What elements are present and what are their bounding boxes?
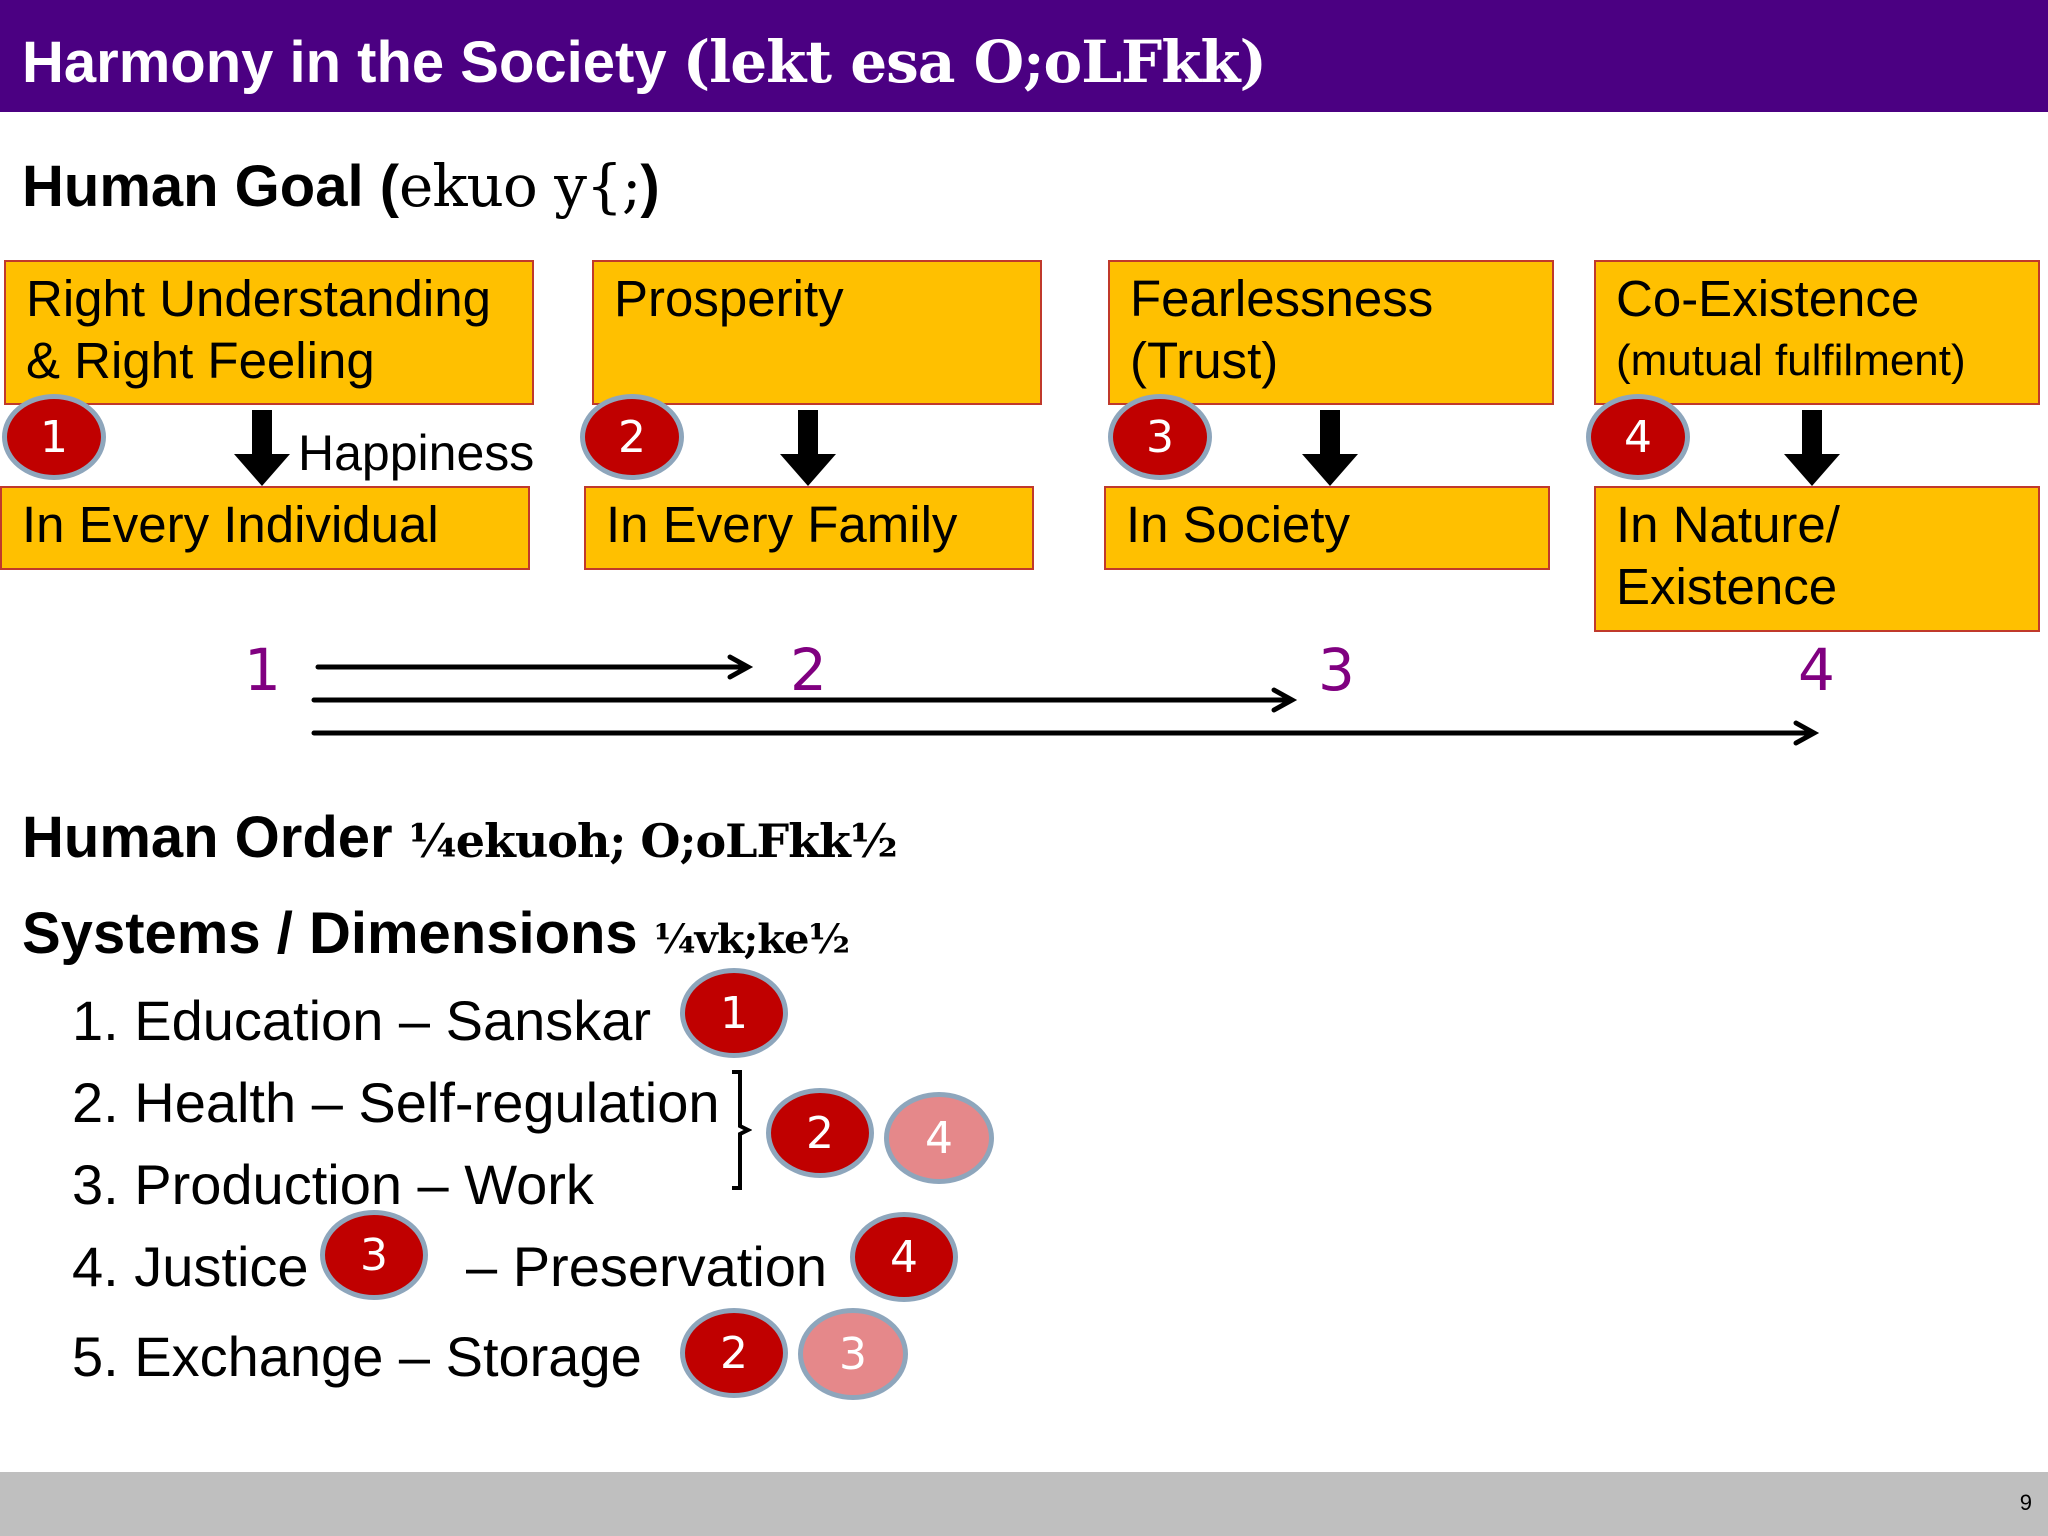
down-arrow-icon (1784, 410, 1840, 486)
goal-3-line-1: Fearlessness (1130, 270, 1434, 327)
system-badge-preservation-4: 4 (850, 1212, 958, 1302)
arrowhead-icon (1271, 687, 1298, 713)
goal-2-line-1: Prosperity (614, 270, 844, 327)
human-goal-heading-close: ) (640, 154, 660, 219)
goal-4-line-1: Co-Existence (1616, 270, 1920, 327)
goal-badge-3: 3 (1108, 394, 1212, 480)
down-arrow-icon (234, 410, 290, 486)
human-goal-heading-main: Human Goal ( (22, 154, 400, 219)
systems-heading-hindi: ¼vk;ke½ (653, 916, 850, 963)
slide-title-hindi: (lekt esa O;oLFkk) (682, 28, 1267, 96)
scope-box-society: In Society (1104, 486, 1550, 570)
system-item-education: 1. Education – Sanskar (72, 989, 652, 1052)
scope-1-label: In Every Individual (22, 496, 439, 553)
down-arrow-icon (780, 410, 836, 486)
system-item-production: 3. Production – Work (72, 1153, 594, 1216)
happiness-label: Happiness (298, 425, 535, 481)
system-badge-exchange-3: 3 (798, 1308, 908, 1400)
scope-4-line-2: Existence (1616, 558, 1838, 615)
slide-title: Harmony in the Society (lekt esa O;oLFkk… (22, 28, 1267, 96)
goal-box-co-existence: Co-Existence (mutual fulfilment) (1594, 260, 2040, 405)
human-goal-heading: Human Goal (ekuo y{;) (22, 152, 660, 220)
progression-num-4: 4 (1798, 636, 1835, 704)
progression-num-3: 3 (1318, 636, 1355, 704)
goal-badge-4: 4 (1586, 394, 1690, 480)
human-order-heading-hindi: ¼ekuoh; O;oLFkk½ (408, 814, 898, 868)
scope-4-line-1: In Nature/ (1616, 496, 1840, 553)
arrowhead-icon (727, 654, 754, 680)
human-order-heading-main: Human Order (22, 805, 409, 870)
goal-box-prosperity: Prosperity (592, 260, 1042, 405)
goal-1-line-2: & Right Feeling (26, 332, 375, 389)
human-goal-heading-hindi: ekuo y{; (399, 152, 641, 220)
scope-2-label: In Every Family (606, 496, 958, 553)
scope-box-individual: In Every Individual (0, 486, 530, 570)
system-badge-exchange-2: 2 (680, 1308, 788, 1398)
scope-box-family: In Every Family (584, 486, 1034, 570)
scope-box-nature: In Nature/ Existence (1594, 486, 2040, 632)
scope-3-label: In Society (1126, 496, 1350, 553)
goal-3-line-2: (Trust) (1130, 332, 1279, 389)
system-item-preservation: – Preservation (466, 1235, 828, 1298)
system-badge-education-1: 1 (680, 968, 788, 1058)
systems-heading: Systems / Dimensions ¼vk;ke½ (22, 900, 850, 967)
page-number: 9 (2019, 1490, 2032, 1515)
goal-box-fearlessness: Fearlessness (Trust) (1108, 260, 1554, 405)
bracket-icon (732, 1070, 752, 1190)
system-item-health: 2. Health – Self-regulation (72, 1071, 720, 1134)
title-bar (0, 0, 2048, 112)
systems-heading-main: Systems / Dimensions (22, 901, 654, 966)
goal-4-line-2: (mutual fulfilment) (1616, 336, 1966, 385)
system-item-justice: 4. Justice (72, 1235, 309, 1298)
progression-arrows (311, 654, 1820, 746)
goal-badge-1: 1 (2, 394, 106, 480)
goal-badge-2: 2 (580, 394, 684, 480)
system-badge-justice-3: 3 (320, 1210, 428, 1300)
human-order-heading: Human Order ¼ekuoh; O;oLFkk½ (22, 804, 898, 871)
system-item-exchange: 5. Exchange – Storage (72, 1325, 642, 1388)
footer-bar (0, 1472, 2048, 1536)
slide-title-main: Harmony in the Society (22, 30, 667, 95)
goal-box-right-understanding: Right Understanding & Right Feeling (4, 260, 534, 405)
progression-num-1: 1 (244, 636, 281, 704)
down-arrow-icon (1302, 410, 1358, 486)
bracket-badge-4: 4 (884, 1092, 994, 1184)
goal-1-line-1: Right Understanding (26, 270, 491, 327)
arrowhead-icon (1793, 720, 1820, 746)
progression-num-2: 2 (790, 636, 827, 704)
bracket-badge-2: 2 (766, 1088, 874, 1178)
